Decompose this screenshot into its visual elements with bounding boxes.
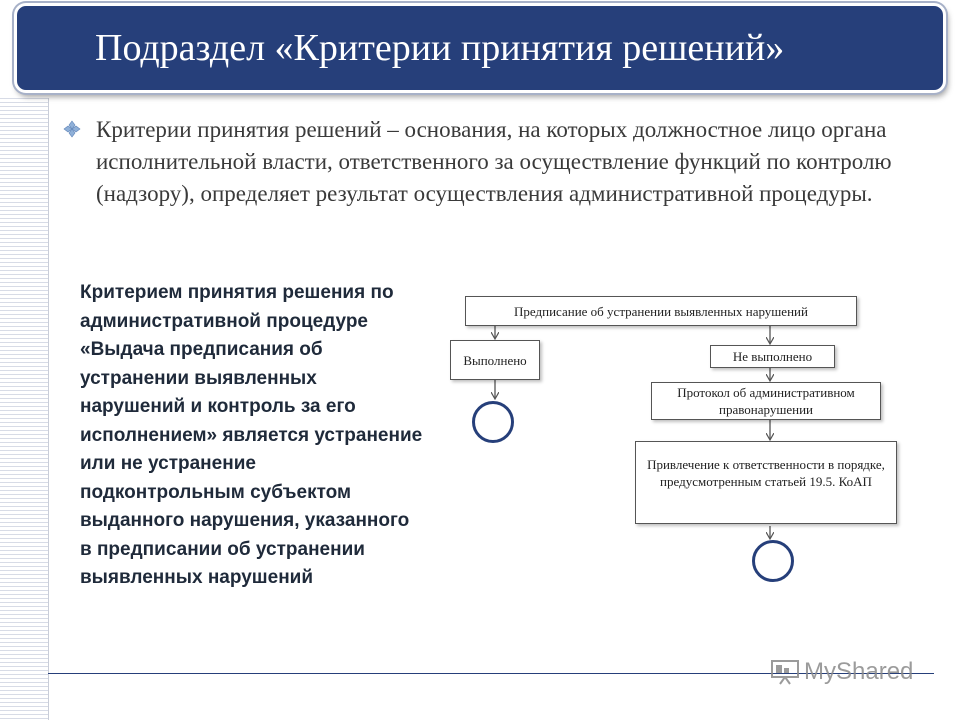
left-decorative-stripes [0,98,48,720]
intro-definition-text: Критерии принятия решений – основания, н… [96,117,892,206]
slide-title: Подраздел «Критерии принятия решений» [95,27,785,69]
presentation-icon [771,660,799,685]
title-bar: Подраздел «Критерии принятия решений» [14,3,946,93]
node-order: Предписание об устранении выявленных нар… [465,296,857,326]
watermark: MyShared [770,658,913,686]
node-done: Выполнено [450,340,540,380]
criterion-description: Критерием принятия решения по администра… [80,282,423,588]
watermark-text: MyShared [804,658,914,685]
left-stripes-border [48,98,49,720]
diamond-bullet-icon [63,120,81,138]
node-not-done: Не выполнено [710,345,835,368]
end-node-liability [752,540,794,582]
node-liability: Привлечение к ответственности в порядке,… [635,441,897,524]
footer-divider [48,673,934,674]
node-protocol: Протокол об административном правонаруше… [651,382,881,420]
end-node-done [472,401,514,443]
